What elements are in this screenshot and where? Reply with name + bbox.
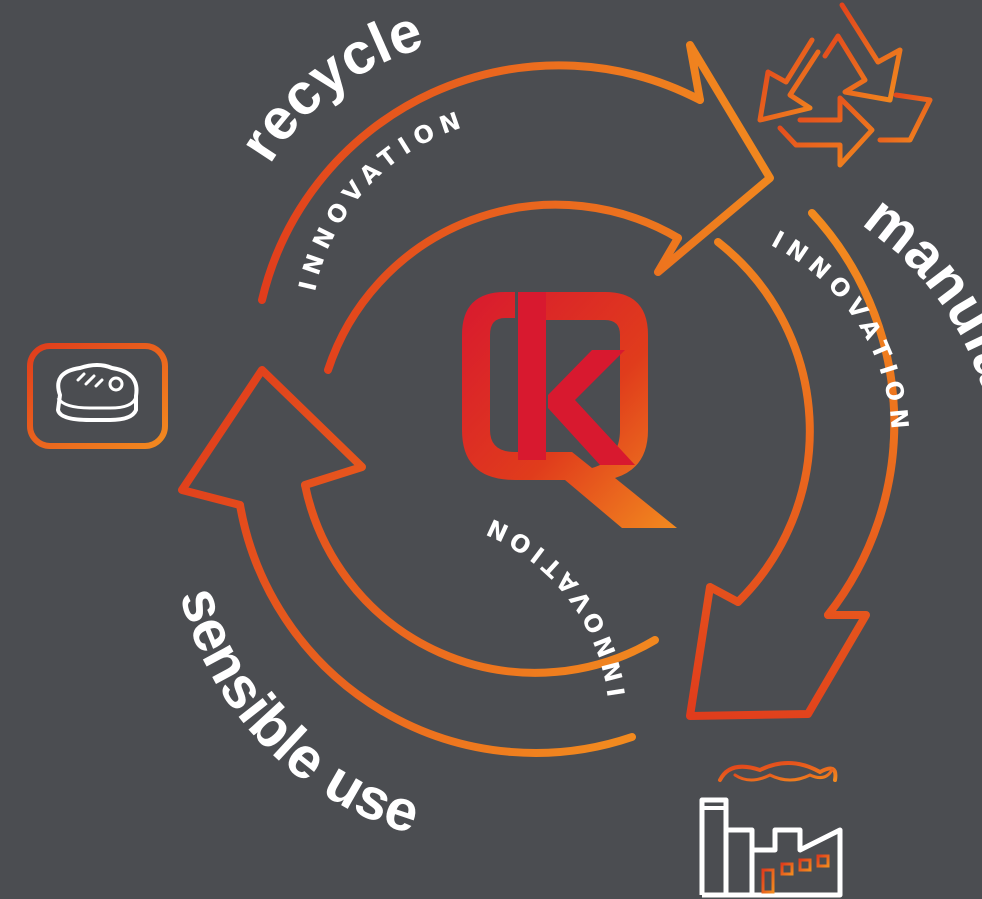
top-arrow-inner-arc [324, 200, 682, 374]
factory-icon [699, 760, 843, 898]
bottom-arrow-outer-arc [236, 501, 636, 757]
bottom-arrow-inner-arc [301, 481, 659, 677]
right-arrow [686, 209, 899, 720]
right-arrow-outer-arc [808, 209, 899, 619]
bottom-arrow [178, 366, 659, 757]
top-arrow-outer-arc [258, 61, 704, 304]
right-arrowhead [686, 583, 870, 720]
top-arrowhead [654, 41, 774, 276]
bottom-arrowhead [178, 366, 366, 509]
innovation-text-top: INNOVATION [293, 105, 470, 294]
right-arrow-inner-arc [714, 238, 814, 606]
stage-label-recycle: recycle [226, 0, 429, 172]
k-logo [462, 292, 677, 528]
steak-tray-icon [27, 343, 168, 449]
recycle-icon [757, 2, 933, 168]
top-arrow [258, 41, 774, 374]
